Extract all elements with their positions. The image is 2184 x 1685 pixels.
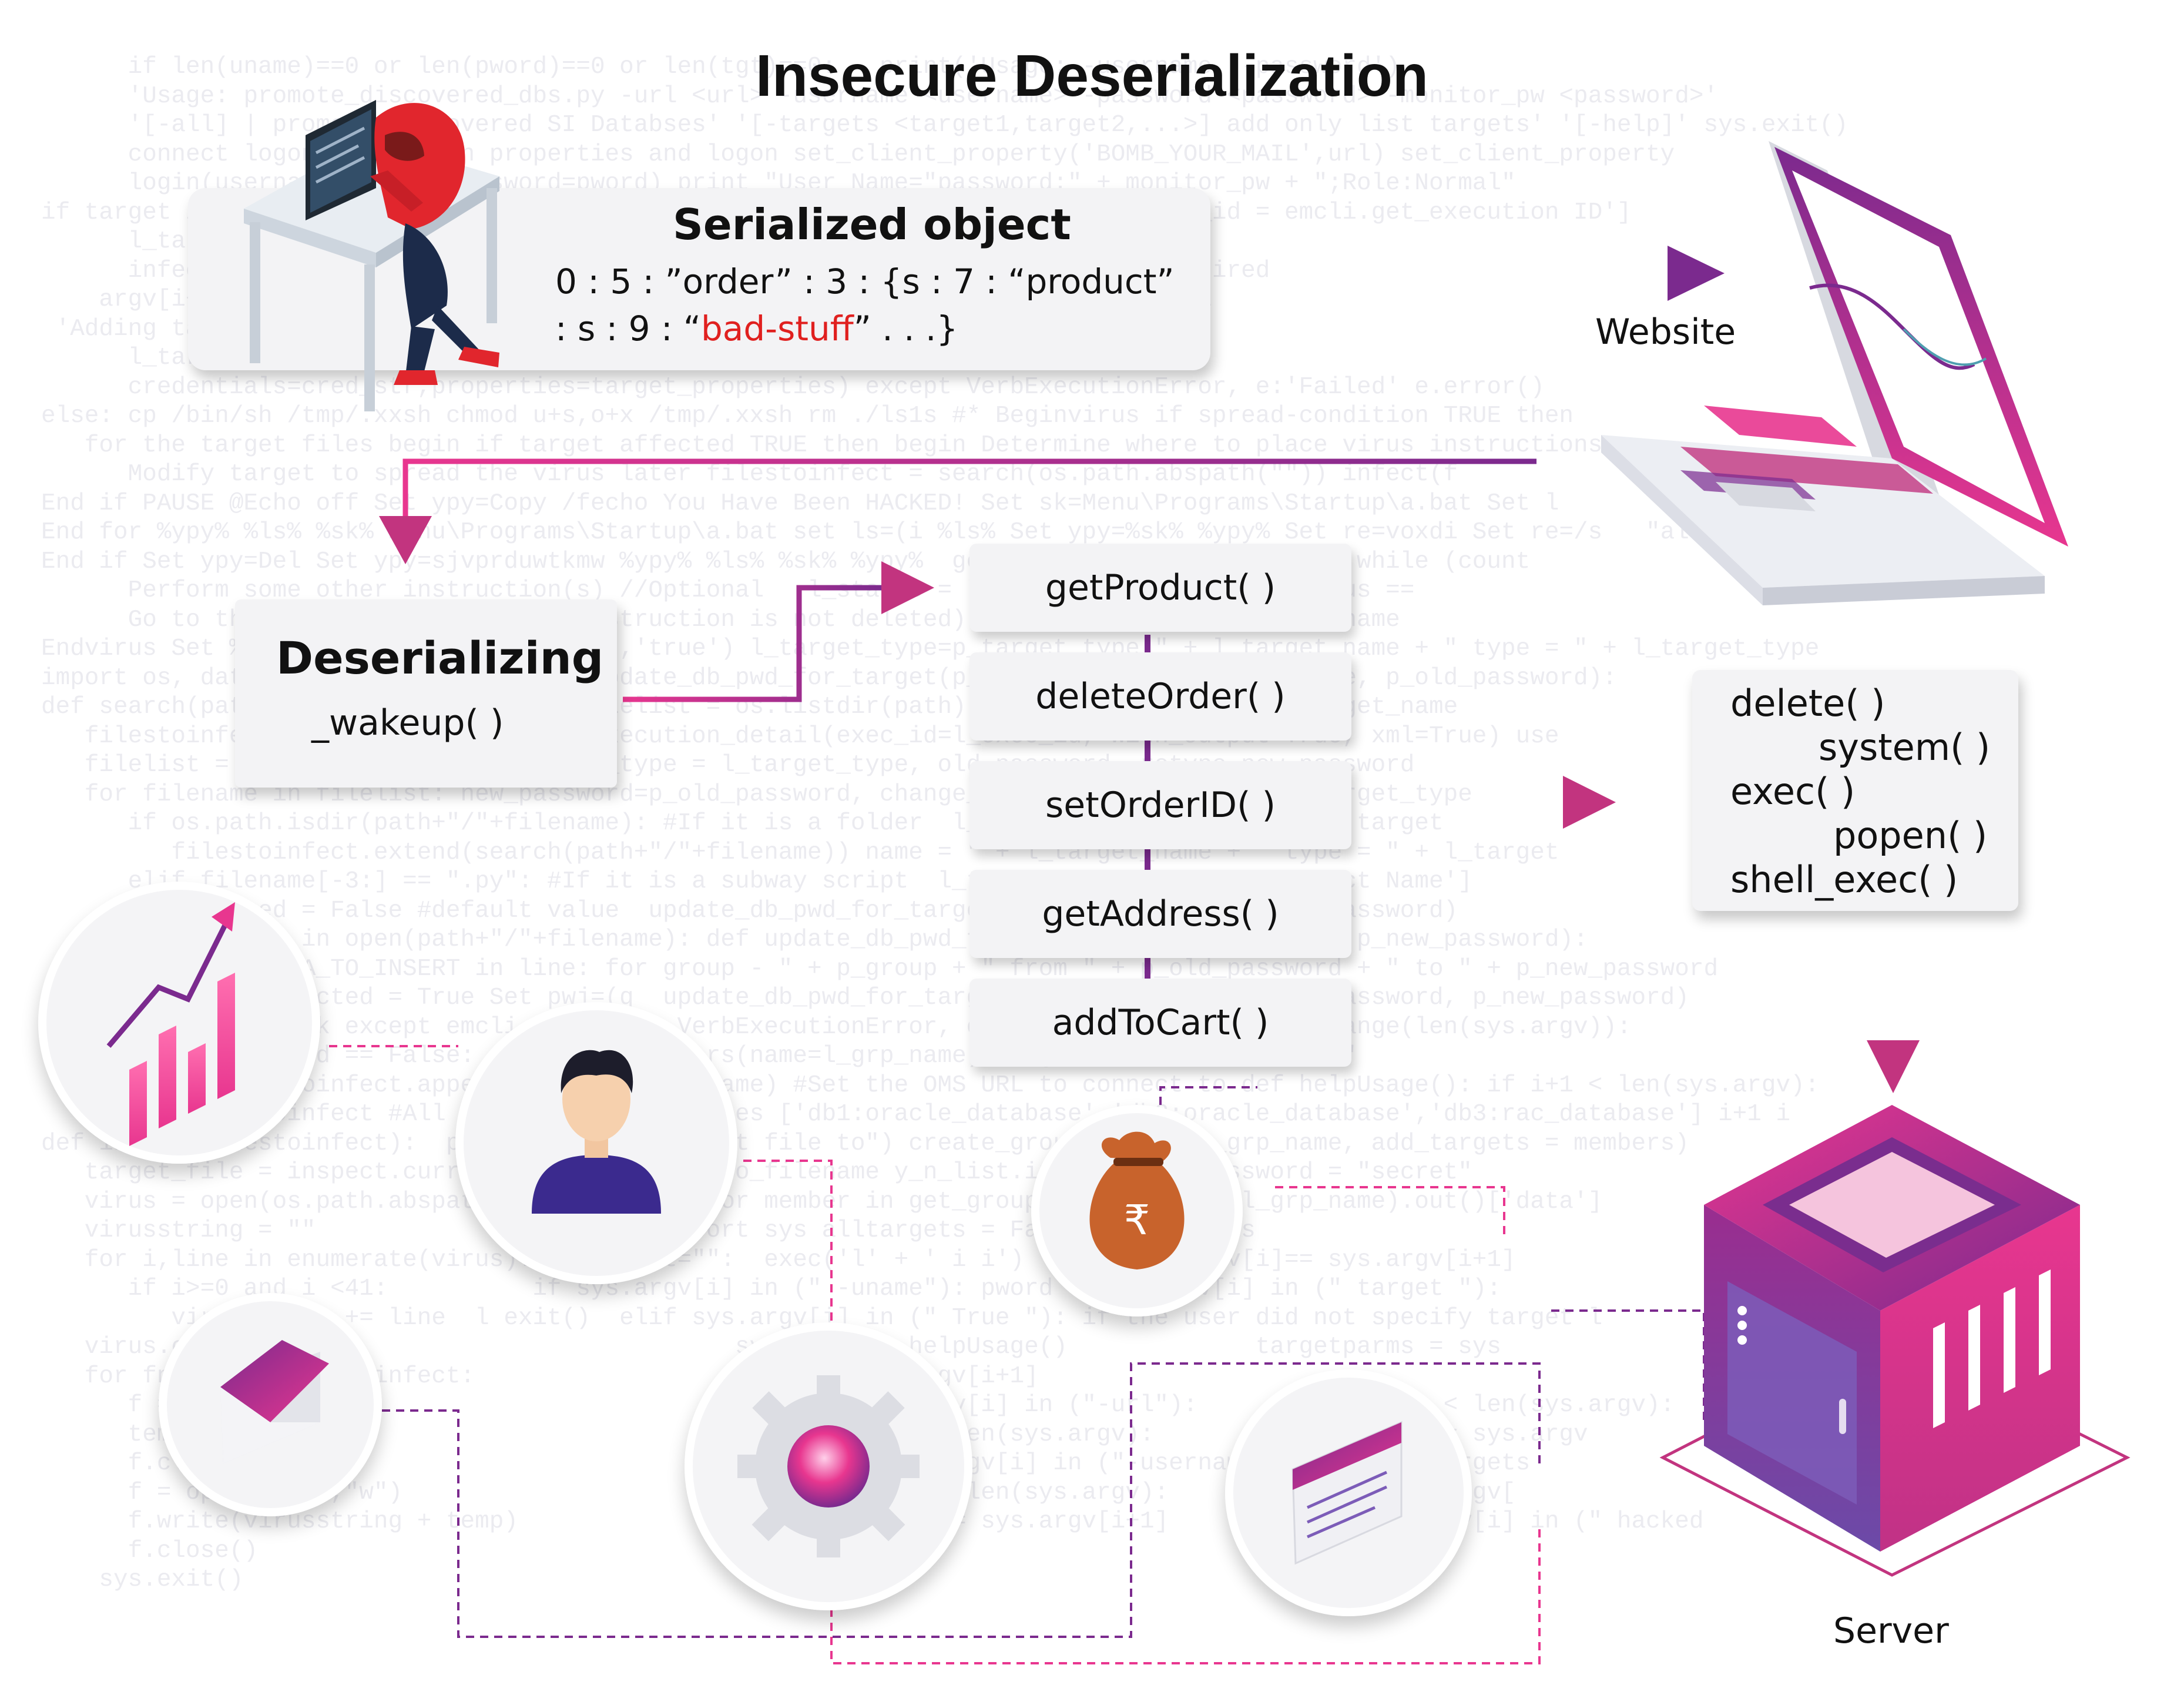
malicious-payload: bad-stuff <box>700 309 854 349</box>
dangerous-functions-card <box>1692 670 2018 911</box>
website-label: Website <box>1595 311 1736 353</box>
function-delete: delete( ) <box>1730 682 1886 725</box>
function-exec: exec( ) <box>1730 770 1856 813</box>
method-delete-order: deleteOrder( ) <box>969 652 1351 741</box>
money-bag-icon-circle <box>1031 1105 1243 1316</box>
arrow-deserializing-to-methods <box>623 561 934 702</box>
server-label: Server <box>1833 1610 1949 1651</box>
gear-icon-circle <box>685 1322 972 1610</box>
chart-icon-circle <box>38 882 320 1164</box>
deserializing-heading: Deserializing <box>276 632 604 684</box>
serialized-object-line-2: : s : 9 : “bad-stuff” . . .} <box>555 309 958 349</box>
method-get-address: getAddress( ) <box>969 870 1351 958</box>
arrow-serialized-to-website <box>1263 246 1725 301</box>
function-shell-exec: shell_exec( ) <box>1730 858 1958 901</box>
email-icon-circle <box>159 1293 382 1516</box>
arrow-methods-to-functions <box>1398 776 1616 829</box>
user-icon-circle <box>455 1002 737 1284</box>
function-popen: popen( ) <box>1833 814 1988 857</box>
method-get-product: getProduct( ) <box>969 544 1351 632</box>
deserializing-card <box>235 599 617 788</box>
function-system: system( ) <box>1819 726 1991 769</box>
serialized-object-line-1: 0 : 5 : ”order” : 3 : {s : 7 : “product” <box>555 262 1175 302</box>
serialized-object-heading: Serialized object <box>673 200 1071 249</box>
method-add-to-cart: addToCart( ) <box>969 979 1351 1067</box>
method-set-order-id: setOrderID( ) <box>969 761 1351 849</box>
arrow-website-to-deserializing <box>379 458 1536 564</box>
document-icon-circle <box>1225 1369 1472 1616</box>
diagram-title: Insecure Deserialization <box>756 43 1428 109</box>
wakeup-method: _wakeup( ) <box>311 702 504 743</box>
arrow-functions-to-server <box>1867 964 1920 1093</box>
